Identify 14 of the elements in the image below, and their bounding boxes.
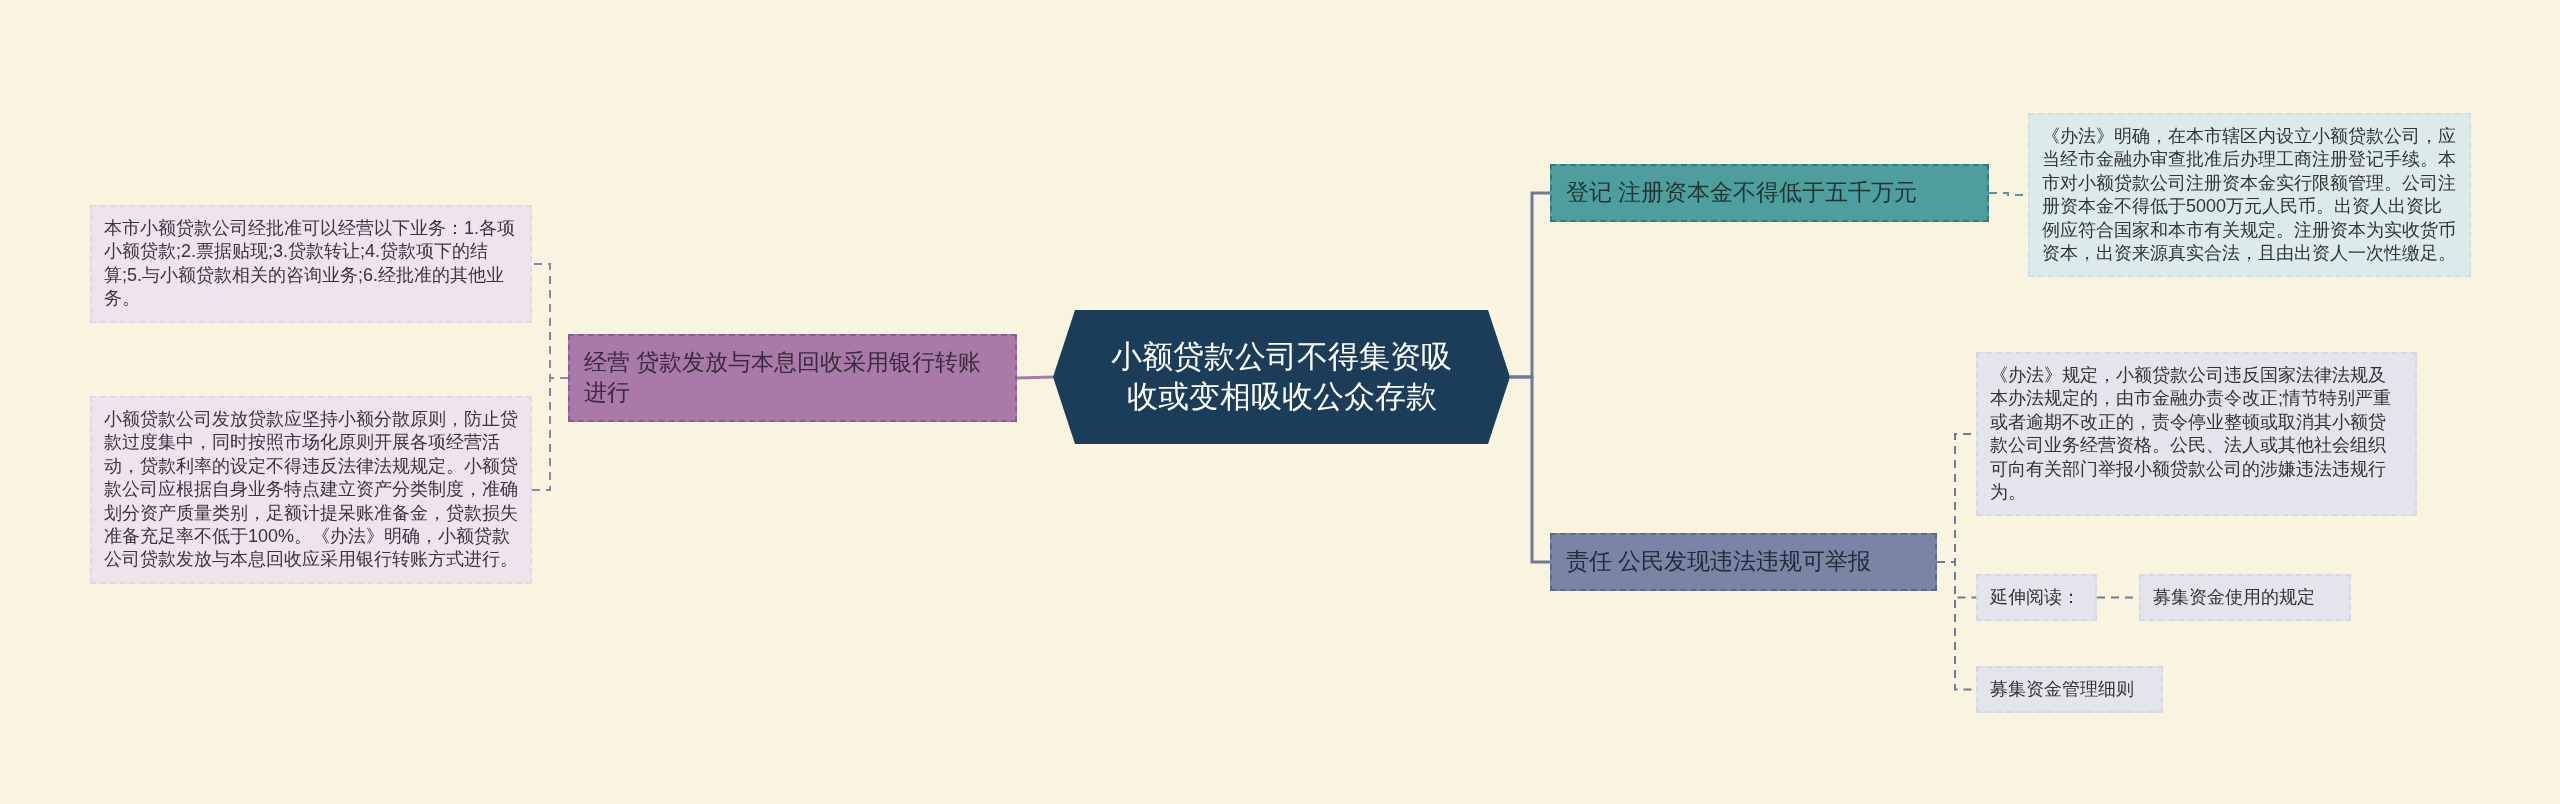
branch-topic: 责任 公民发现违法违规可举报 (1550, 533, 1937, 591)
link-note: 募集资金管理细则 (1976, 666, 2163, 714)
detail-note: 《办法》规定，小额贷款公司违反国家法律法规及本办法规定的，由市金融办责令改正;情节特别严重或者逾期不改正的，责令停业整顿或取消其小额贷款公司业务经营资格。公民、法人或其他社会组织可向有关部门举报小额贷款公司的涉嫌违法违规行为。 (1976, 352, 2417, 517)
connector-line (1016, 375, 1054, 380)
link-note: 募集资金使用的规定 (2139, 574, 2351, 622)
central-topic: 小额贷款公司不得集资吸收或变相吸收公众存款 (1053, 310, 1510, 444)
reading-label: 延伸阅读： (1976, 574, 2097, 622)
detail-note: 小额贷款公司发放贷款应坚持小额分散原则，防止贷款过度集中，同时按照市场化原则开展各项经营活动，贷款利率的设定不得违反法律法规规定。小额贷款公司应根据自身业务特点建立资产分类制度，准确划分资产质量类别，足额计提呆账准备金，贷款损失准备充足率不低于100%。《办法》明确，小额贷款公司贷款发放与本息回收应采用银行转账方式进行。 (90, 396, 532, 584)
branch-topic: 登记 注册资本金不得低于五千万元 (1550, 164, 1989, 222)
connector-line (1510, 375, 1550, 564)
detail-note: 本市小额贷款公司经批准可以经营以下业务：1.各项小额贷款;2.票据贴现;3.贷款转让;4.贷款项下的结算;5.与小额贷款相关的咨询业务;6.经批准的其他业务。 (90, 205, 532, 323)
branch-topic: 经营 贷款发放与本息回收采用银行转账进行 (568, 334, 1017, 422)
connector-line (531, 377, 569, 491)
detail-note: 《办法》明确，在本市辖区内设立小额贷款公司，应当经市金融办审查批准后办理工商注册登记手续。本市对小额贷款公司注册资本金实行限额管理。公司注册资本金不得低于5000万元人民币。出资人出资比例应符合国家和本市有关规定。注册资本为实收货币资本，出资来源真实合法，且由出资人一次性缴足。 (2028, 113, 2471, 278)
